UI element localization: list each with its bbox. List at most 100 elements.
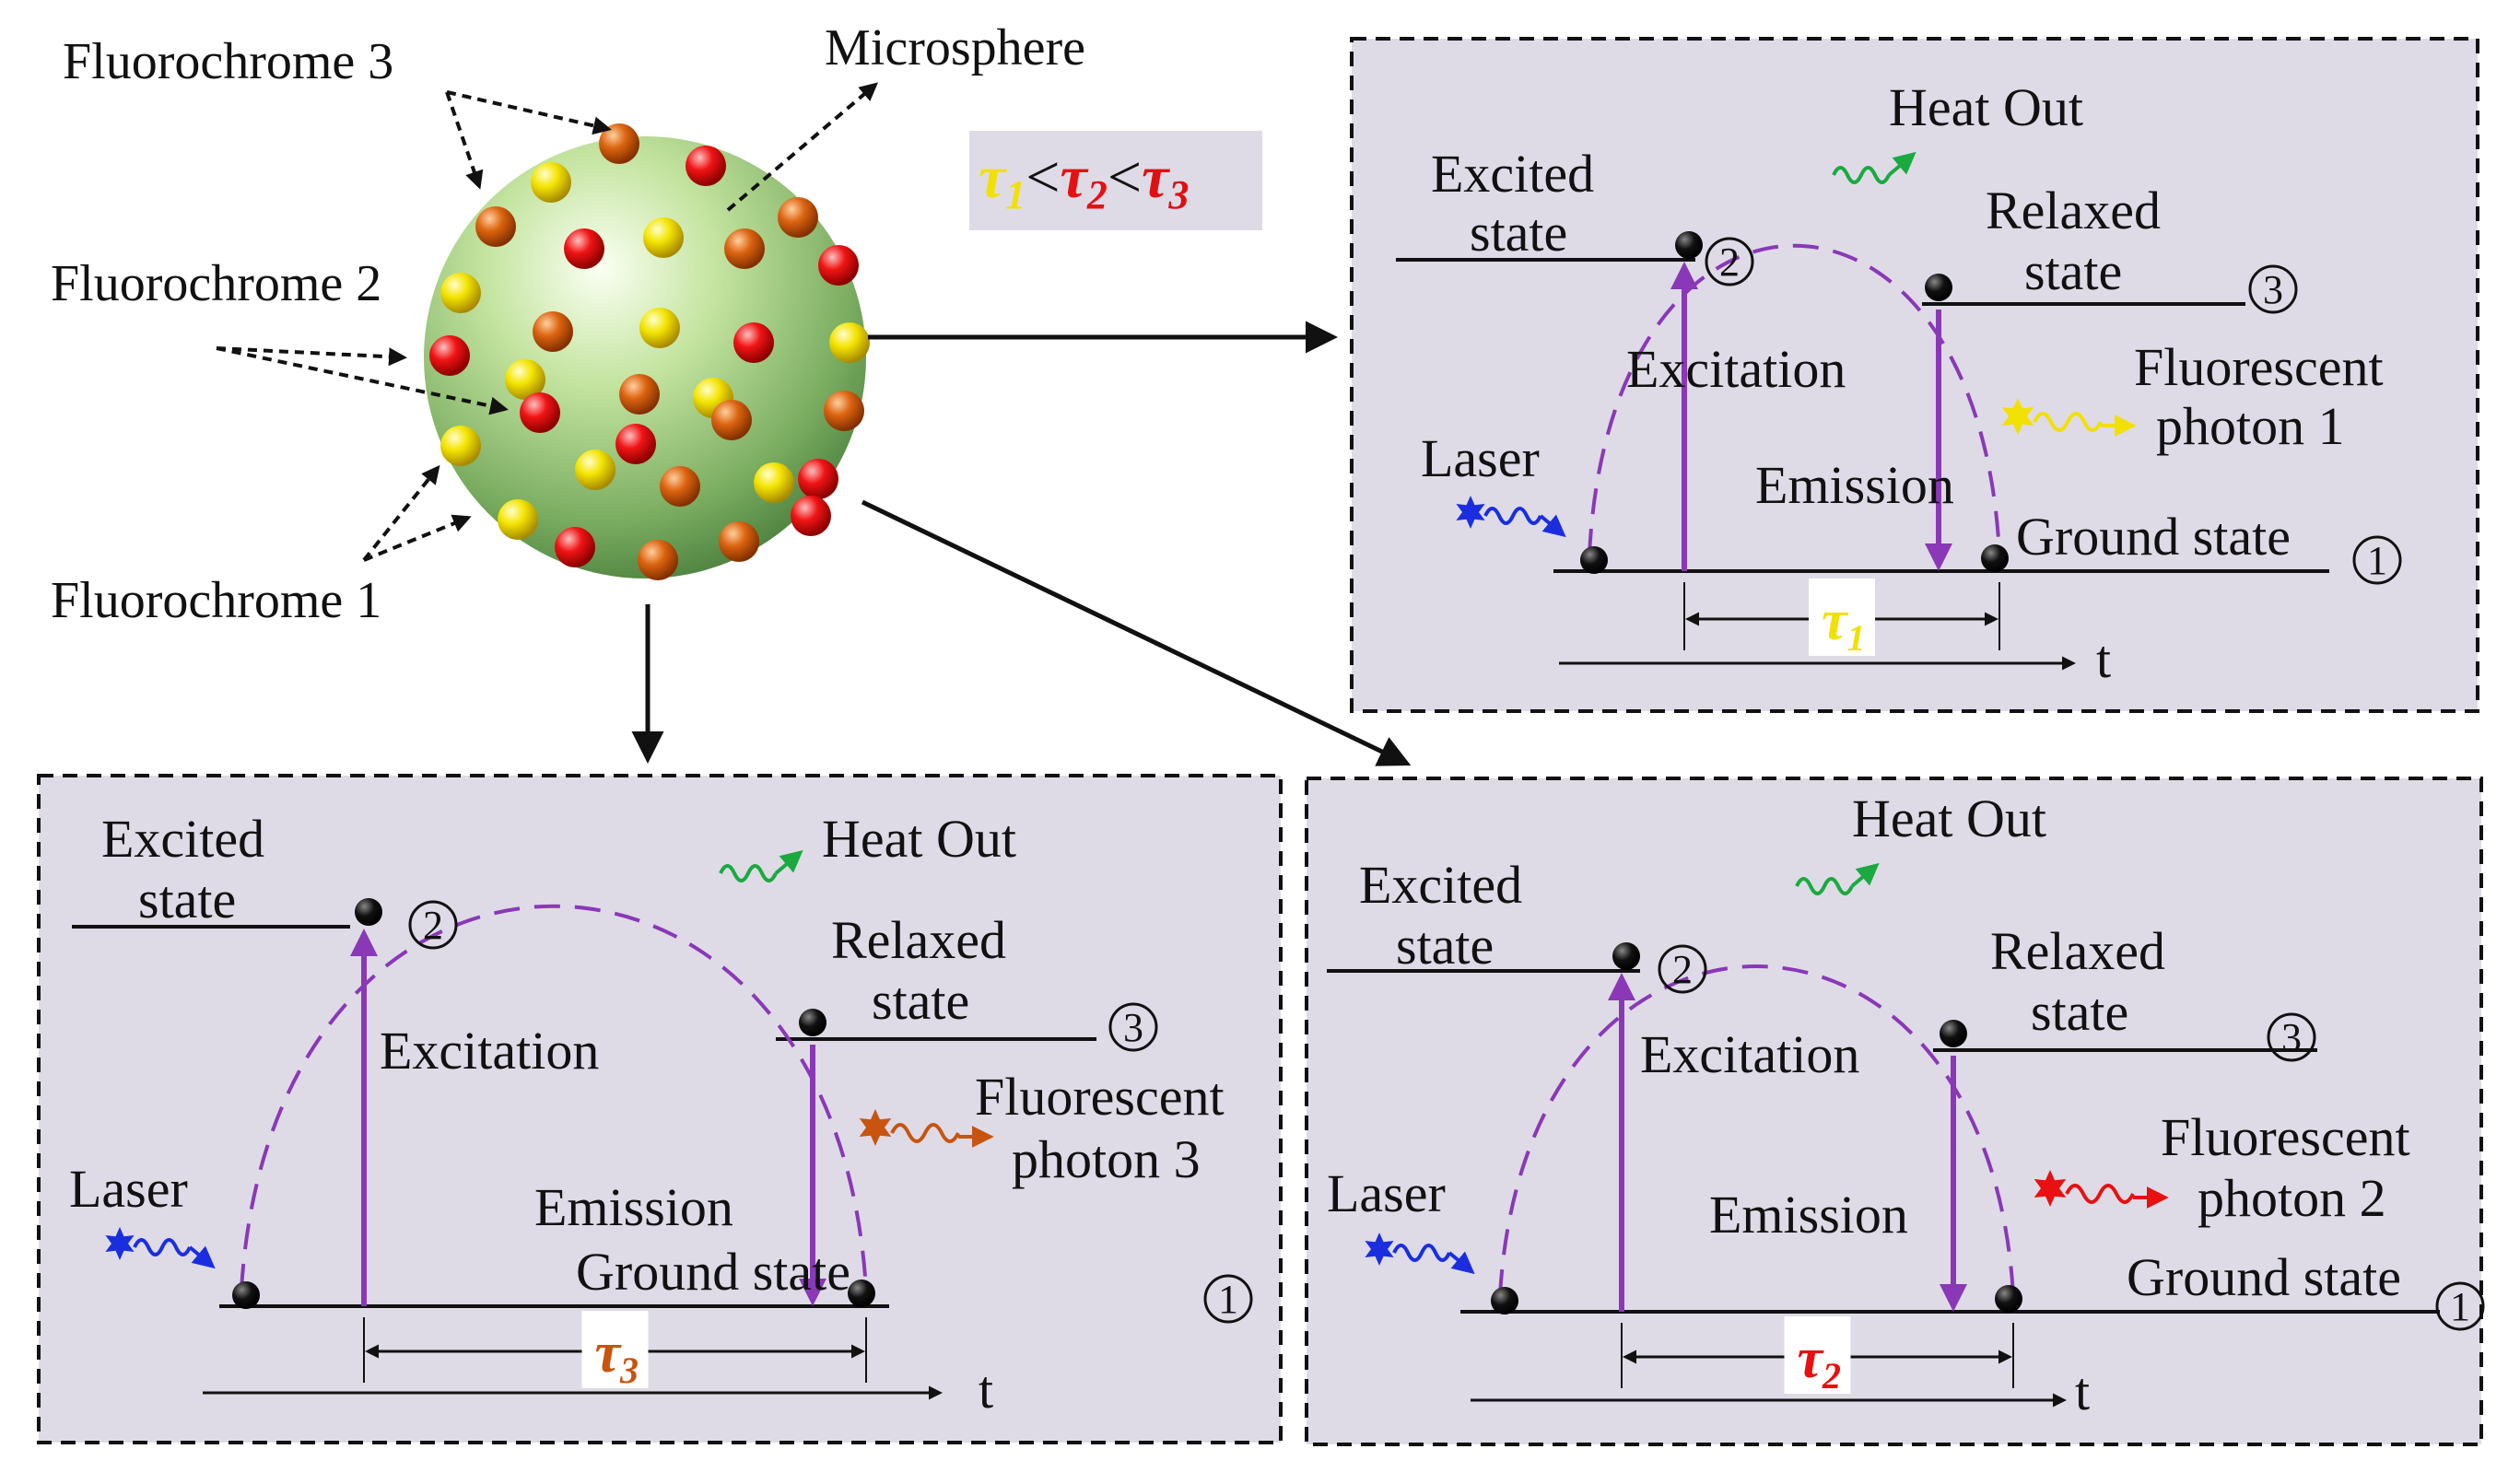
fluorochrome-1-dot [643,217,684,258]
electron-relaxed [799,1009,826,1036]
fluorochrome-3-dot [719,521,759,562]
state-marker-ring [2248,264,2298,314]
ground-state-label: Ground state [576,1242,850,1302]
lifetime-tau: τ [1822,590,1849,652]
fluorescent-photon-label-2: photon 2 [2198,1168,2386,1228]
emission-label: Emission [534,1177,733,1237]
laser-label: Laser [1421,428,1540,488]
panel-tau-3: ExcitedstateRelaxedstateExcitationEmissi… [37,774,1283,1444]
lifetime-subscript: 1 [1847,617,1866,659]
microsphere-illustration [424,123,870,580]
fluorochrome-1-dot [754,462,794,503]
heat-arrow [1850,862,1880,888]
excited-state-label-1: Excited [101,809,264,869]
excitation-label: Excitation [380,1021,599,1081]
lifetime-tau: τ [595,1322,623,1385]
excitation-label: Excitation [1626,339,1846,399]
ground-state-label: Ground state [2016,507,2291,567]
time-axis-label: t [2075,1361,2090,1421]
laser-wave [133,1238,192,1256]
lifetime-tau: τ [1798,1327,1825,1390]
fluorochrome-1-dot [440,426,481,466]
state-marker-ring [1203,1274,1253,1324]
fluorochrome-3-dot [778,197,818,238]
tau3-subscript: 3 [1167,172,1189,217]
relaxed-state-number: 3 [2248,264,2298,314]
heat-out-label: Heat Out [822,809,1016,869]
laser-icon [1456,496,1485,529]
fluorochrome-dots [429,123,870,580]
state-marker-ring [1658,944,1707,994]
fluorochrome-1-dot [531,162,571,203]
electron-ground-start [1491,1287,1518,1315]
microsphere-label: Microsphere [825,19,1085,76]
photon-wave [2065,1184,2135,1204]
fluorochrome-2-dot [798,459,838,499]
relaxed-state-label-2: state [2031,982,2128,1042]
fluorescent-photon-label-2: photon 1 [2156,396,2345,456]
heat-arrow [1887,151,1916,177]
transition-trajectory [1588,243,2001,555]
lifetime-subscript: 2 [1822,1355,1841,1396]
tau1-symbol: τ [979,144,1007,211]
lifetime-symbol: τ2 [1798,1327,1842,1396]
laser-arrow [188,1245,216,1269]
relaxed-state-number: 3 [1108,1002,1158,1052]
fluorochrome-2-dot [791,496,831,536]
tau2-subscript: 2 [1086,172,1108,217]
fluorochrome-3-label: Fluorochrome 3 [63,33,393,90]
lifetime-subscript: 3 [619,1350,639,1391]
fluorochrome-2-dot [818,245,859,286]
excited-state-number: 2 [1705,237,1754,286]
electron-ground-start [1580,546,1608,574]
heat-wave [1795,877,1854,895]
state-number: 3 [2281,1015,2302,1060]
lifetime-order-legend: τ1<τ2<τ3 [969,131,1262,230]
lifetime-symbol: τ1 [1822,590,1866,659]
transition-trajectory [240,904,868,1291]
panel-frame [1305,777,2483,1446]
state-marker-ring [1108,1002,1158,1052]
state-number: 3 [1123,1005,1143,1050]
photon-icon [2001,398,2034,435]
state-marker-ring [2435,1281,2485,1331]
laser-wave [1392,1244,1451,1262]
lifetime-symbol-box [1809,578,1875,656]
electron-relaxed [1940,1020,1967,1047]
time-axis-label: t [979,1360,993,1420]
state-marker-ring [2267,1012,2316,1062]
electron-excited [1612,942,1640,970]
heat-out-label: Heat Out [1852,789,2046,848]
fluorochrome-3-dot [619,374,660,415]
fluorescent-photon-label-2: photon 3 [1012,1129,1201,1189]
emission-label: Emission [1709,1185,1908,1244]
tau3-symbol: τ [1142,144,1170,211]
laser-icon [1365,1233,1394,1266]
relaxed-state-label-1: Relaxed [1990,921,2165,981]
fluorochrome-2-dot [555,527,595,567]
fluorochrome-3-dot [724,228,765,269]
electron-excited [1675,231,1703,259]
ground-state-number: 1 [2352,535,2402,585]
state-number: 1 [2450,1284,2470,1329]
fluorescent-photon-label-1: Fluorescent [2161,1107,2410,1167]
fluorochrome-1-label: Fluorochrome 1 [51,572,381,629]
photon-wave [890,1123,960,1143]
excited-state-label-1: Excited [1359,855,1522,915]
heat-wave [719,864,778,882]
fluorochrome-3-dot [824,391,864,431]
laser-arrow [1448,1251,1475,1275]
state-number: 2 [1672,947,1693,992]
fluorochrome-3-dot [533,311,573,352]
state-marker-ring [1705,237,1754,286]
photon-wave [2033,412,2103,432]
heat-wave [1832,166,1891,184]
excited-state-label-1: Excited [1431,144,1594,204]
fluorescent-photon-label-1: Fluorescent [2134,337,2384,397]
lifetime-symbol-box [1784,1316,1851,1394]
fluorochrome-3-dot [475,206,516,247]
fluorochrome-3-dot [711,400,752,440]
